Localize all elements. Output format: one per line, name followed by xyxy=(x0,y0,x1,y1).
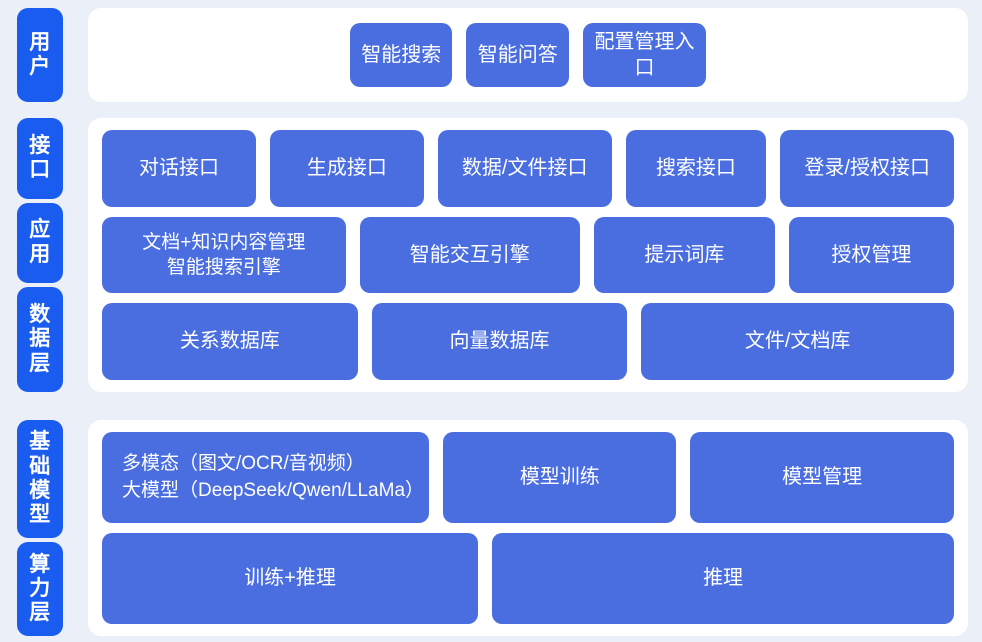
section-infrastructure: 基础模型 算力层 多模态（图文/OCR/音视频） 大模型（DeepSeek/Qw… xyxy=(0,420,982,637)
layer-tab-compute[interactable]: 算力层 xyxy=(17,542,63,637)
section-platform: 接口 应用 数据层 对话接口 生成接口 数据/文件接口 搜索接口 登录/授权接口… xyxy=(0,118,982,392)
layer-tab-data-label: 数据层 xyxy=(29,303,51,375)
row-applications: 文档+知识内容管理 智能搜索引擎 智能交互引擎 提示词库 授权管理 xyxy=(102,216,954,294)
row-user-entries: 智能搜索 智能问答 配置管理入口 xyxy=(350,22,706,88)
tab-column-platform: 接口 应用 数据层 xyxy=(0,118,88,392)
layer-tab-foundation-model[interactable]: 基础模型 xyxy=(17,420,63,539)
layer-tab-application[interactable]: 应用 xyxy=(17,202,63,284)
layer-tab-foundation-model-label: 基础模型 xyxy=(29,430,51,527)
layer-tab-user-label: 用户 xyxy=(29,30,51,78)
layer-tab-interface-label: 接口 xyxy=(29,133,51,182)
panel-infrastructure: 多模态（图文/OCR/音视频） 大模型（DeepSeek/Qwen/LLaMa）… xyxy=(88,420,968,636)
layer-tab-interface[interactable]: 接口 xyxy=(17,118,63,199)
node-generation-interface[interactable]: 生成接口 xyxy=(269,130,424,207)
row-interfaces: 对话接口 生成接口 数据/文件接口 搜索接口 登录/授权接口 xyxy=(102,130,954,207)
node-smart-qa[interactable]: 智能问答 xyxy=(466,22,569,88)
node-document-knowledge-management[interactable]: 文档+知识内容管理 智能搜索引擎 xyxy=(102,216,346,294)
row-compute: 训练+推理 推理 xyxy=(102,533,954,624)
panel-user: 智能搜索 智能问答 配置管理入口 xyxy=(88,8,968,102)
row-data-stores: 关系数据库 向量数据库 文件/文档库 xyxy=(102,303,954,381)
node-prompt-library[interactable]: 提示词库 xyxy=(593,216,775,294)
node-smart-interaction-engine[interactable]: 智能交互引擎 xyxy=(359,216,580,294)
node-model-training[interactable]: 模型训练 xyxy=(443,432,677,523)
node-search-interface[interactable]: 搜索接口 xyxy=(625,130,767,207)
node-data-file-interface[interactable]: 数据/文件接口 xyxy=(437,130,612,207)
node-inference[interactable]: 推理 xyxy=(492,533,954,624)
node-config-management-entry[interactable]: 配置管理入口 xyxy=(582,22,706,88)
node-authorization-management[interactable]: 授权管理 xyxy=(788,216,954,294)
layer-tab-application-label: 应用 xyxy=(29,218,51,266)
section-user: 用户 智能搜索 智能问答 配置管理入口 xyxy=(0,8,982,102)
layer-tab-user[interactable]: 用户 xyxy=(17,8,63,102)
tab-column-infrastructure: 基础模型 算力层 xyxy=(0,420,88,637)
node-smart-search[interactable]: 智能搜索 xyxy=(350,22,453,88)
panel-platform: 对话接口 生成接口 数据/文件接口 搜索接口 登录/授权接口 文档+知识内容管理… xyxy=(88,118,968,392)
row-models: 多模态（图文/OCR/音视频） 大模型（DeepSeek/Qwen/LLaMa）… xyxy=(102,432,954,523)
layer-tab-compute-label: 算力层 xyxy=(29,552,51,625)
tab-column-user: 用户 xyxy=(0,8,88,102)
node-training-plus-inference[interactable]: 训练+推理 xyxy=(102,533,479,624)
node-dialog-interface[interactable]: 对话接口 xyxy=(102,130,256,207)
node-login-auth-interface[interactable]: 登录/授权接口 xyxy=(780,130,954,207)
node-vector-database[interactable]: 向量数据库 xyxy=(371,303,628,381)
node-model-management[interactable]: 模型管理 xyxy=(690,432,954,523)
node-multimodal-large-model[interactable]: 多模态（图文/OCR/音视频） 大模型（DeepSeek/Qwen/LLaMa） xyxy=(102,432,430,523)
layer-tab-data[interactable]: 数据层 xyxy=(17,287,63,392)
node-file-document-store[interactable]: 文件/文档库 xyxy=(641,303,954,381)
node-relational-database[interactable]: 关系数据库 xyxy=(102,303,358,381)
